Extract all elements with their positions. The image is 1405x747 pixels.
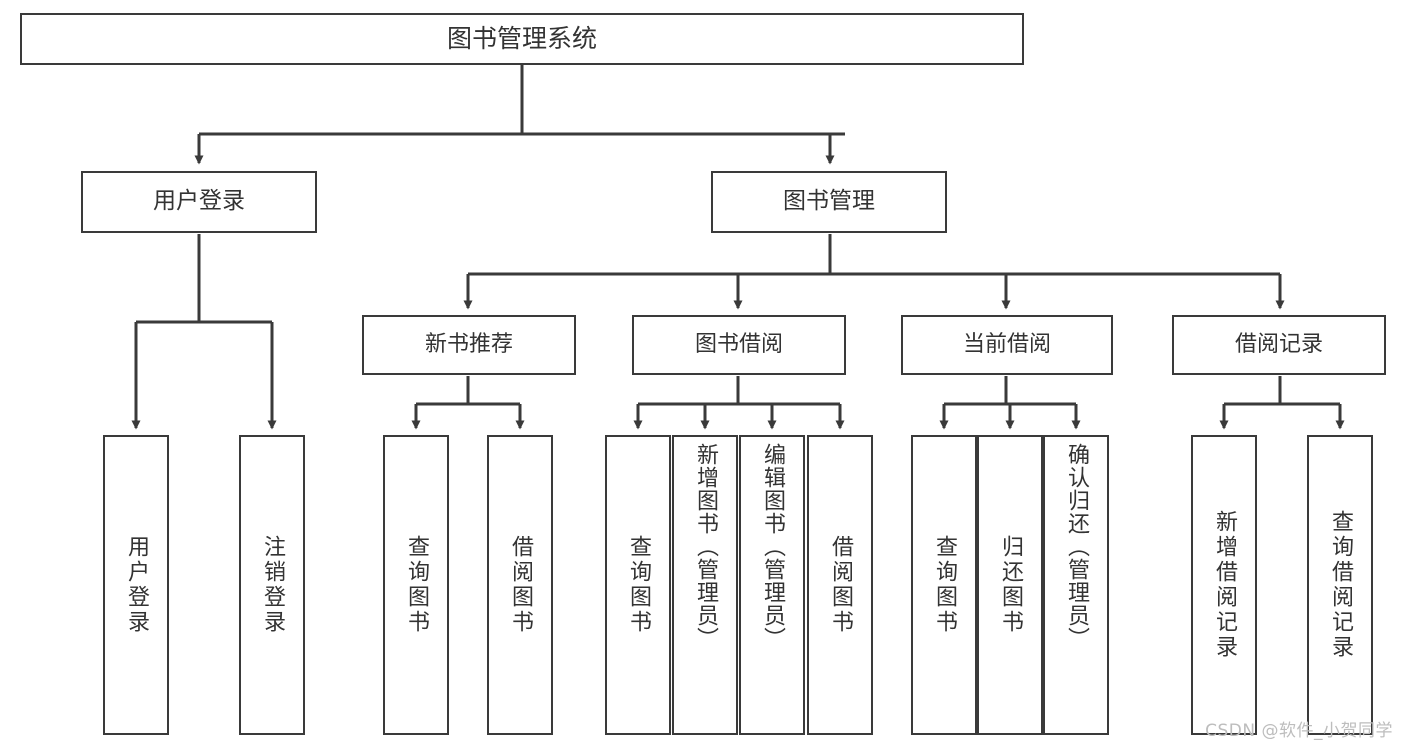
node-borrow-record[interactable]: 借阅记录 [1172, 315, 1386, 375]
node-leaf-query-book-1-label: 查询图书 [403, 535, 429, 635]
node-root-label: 图书管理系统 [446, 24, 597, 54]
node-leaf-confirm-return[interactable]: 确认归还（管理员） [1043, 435, 1109, 735]
node-leaf-query-record-label: 查询借阅记录 [1327, 510, 1353, 660]
node-leaf-edit-book-label: 编辑图书（管理员） [759, 443, 785, 650]
node-leaf-borrow-book-2-label: 借阅图书 [827, 535, 853, 635]
node-new-book-recommend[interactable]: 新书推荐 [362, 315, 576, 375]
node-leaf-logout-login-label: 注销登录 [259, 535, 285, 635]
node-book-borrow[interactable]: 图书借阅 [632, 315, 846, 375]
node-leaf-query-record[interactable]: 查询借阅记录 [1307, 435, 1373, 735]
node-leaf-borrow-book-2[interactable]: 借阅图书 [807, 435, 873, 735]
node-leaf-user-login[interactable]: 用户登录 [103, 435, 169, 735]
node-leaf-query-book-1[interactable]: 查询图书 [383, 435, 449, 735]
node-leaf-query-book-3[interactable]: 查询图书 [911, 435, 977, 735]
node-leaf-add-record[interactable]: 新增借阅记录 [1191, 435, 1257, 735]
node-leaf-return-book[interactable]: 归还图书 [977, 435, 1043, 735]
node-leaf-edit-book[interactable]: 编辑图书（管理员） [739, 435, 805, 735]
node-current-borrow-label: 当前借阅 [962, 332, 1051, 358]
node-leaf-query-book-2[interactable]: 查询图书 [605, 435, 671, 735]
node-leaf-query-book-2-label: 查询图书 [625, 535, 651, 635]
node-new-book-recommend-label: 新书推荐 [424, 332, 513, 358]
node-book-borrow-label: 图书借阅 [694, 332, 783, 358]
node-leaf-query-book-3-label: 查询图书 [931, 535, 957, 635]
node-borrow-record-label: 借阅记录 [1234, 332, 1323, 358]
node-book-management[interactable]: 图书管理 [711, 171, 947, 233]
node-user-login-label: 用户登录 [153, 188, 245, 215]
node-leaf-logout-login[interactable]: 注销登录 [239, 435, 305, 735]
node-user-login[interactable]: 用户登录 [81, 171, 317, 233]
node-leaf-confirm-return-label: 确认归还（管理员） [1063, 443, 1089, 650]
node-root[interactable]: 图书管理系统 [20, 13, 1024, 65]
node-book-management-label: 图书管理 [783, 188, 875, 215]
node-leaf-borrow-book-1[interactable]: 借阅图书 [487, 435, 553, 735]
node-leaf-return-book-label: 归还图书 [997, 535, 1023, 635]
node-current-borrow[interactable]: 当前借阅 [901, 315, 1113, 375]
node-leaf-user-login-label: 用户登录 [123, 535, 149, 635]
node-leaf-add-book-label: 新增图书（管理员） [692, 443, 718, 650]
node-leaf-add-record-label: 新增借阅记录 [1211, 510, 1237, 660]
node-leaf-add-book[interactable]: 新增图书（管理员） [672, 435, 738, 735]
node-leaf-borrow-book-1-label: 借阅图书 [507, 535, 533, 635]
csdn-watermark: CSDN @软件_小贺同学 [1205, 721, 1393, 741]
